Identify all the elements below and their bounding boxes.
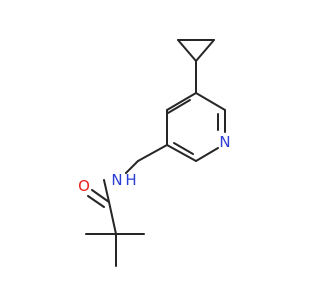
bond-py-1 [166, 92, 197, 111]
bond-cp-3 [177, 39, 197, 62]
molecule-structure: N N H O [78, 39, 231, 267]
bond-nh-carbonyl [103, 179, 110, 203]
bond-carbonyl-o-1 [91, 189, 110, 203]
bond-py-1-inner [167, 99, 191, 114]
atom-ring-nitrogen: N [219, 133, 230, 151]
carbonyl-oxygen-label: O [78, 177, 90, 195]
bond-ring-ch2 [137, 144, 168, 162]
atom-carbonyl-oxygen: O [78, 177, 90, 195]
ring-nitrogen-label: N [219, 133, 230, 151]
pyridine-ring [166, 92, 226, 162]
atom-amide-nitrogen: N H [111, 171, 136, 189]
bond-ch2-nh [125, 160, 139, 174]
bond-carbonyl-o-2 [87, 195, 105, 208]
amide-nitrogen-label: N [111, 171, 122, 189]
bond-carbonyl-cq [108, 201, 117, 235]
bond-py-6 [195, 92, 226, 111]
amide-hydrogen-label: H [125, 171, 136, 189]
cyclopropyl-ring [177, 39, 215, 62]
bond-py-3 [166, 144, 197, 162]
bond-py-4 [195, 147, 219, 162]
bond-py-3-inner [173, 142, 194, 155]
bond-cp-2 [195, 39, 215, 62]
